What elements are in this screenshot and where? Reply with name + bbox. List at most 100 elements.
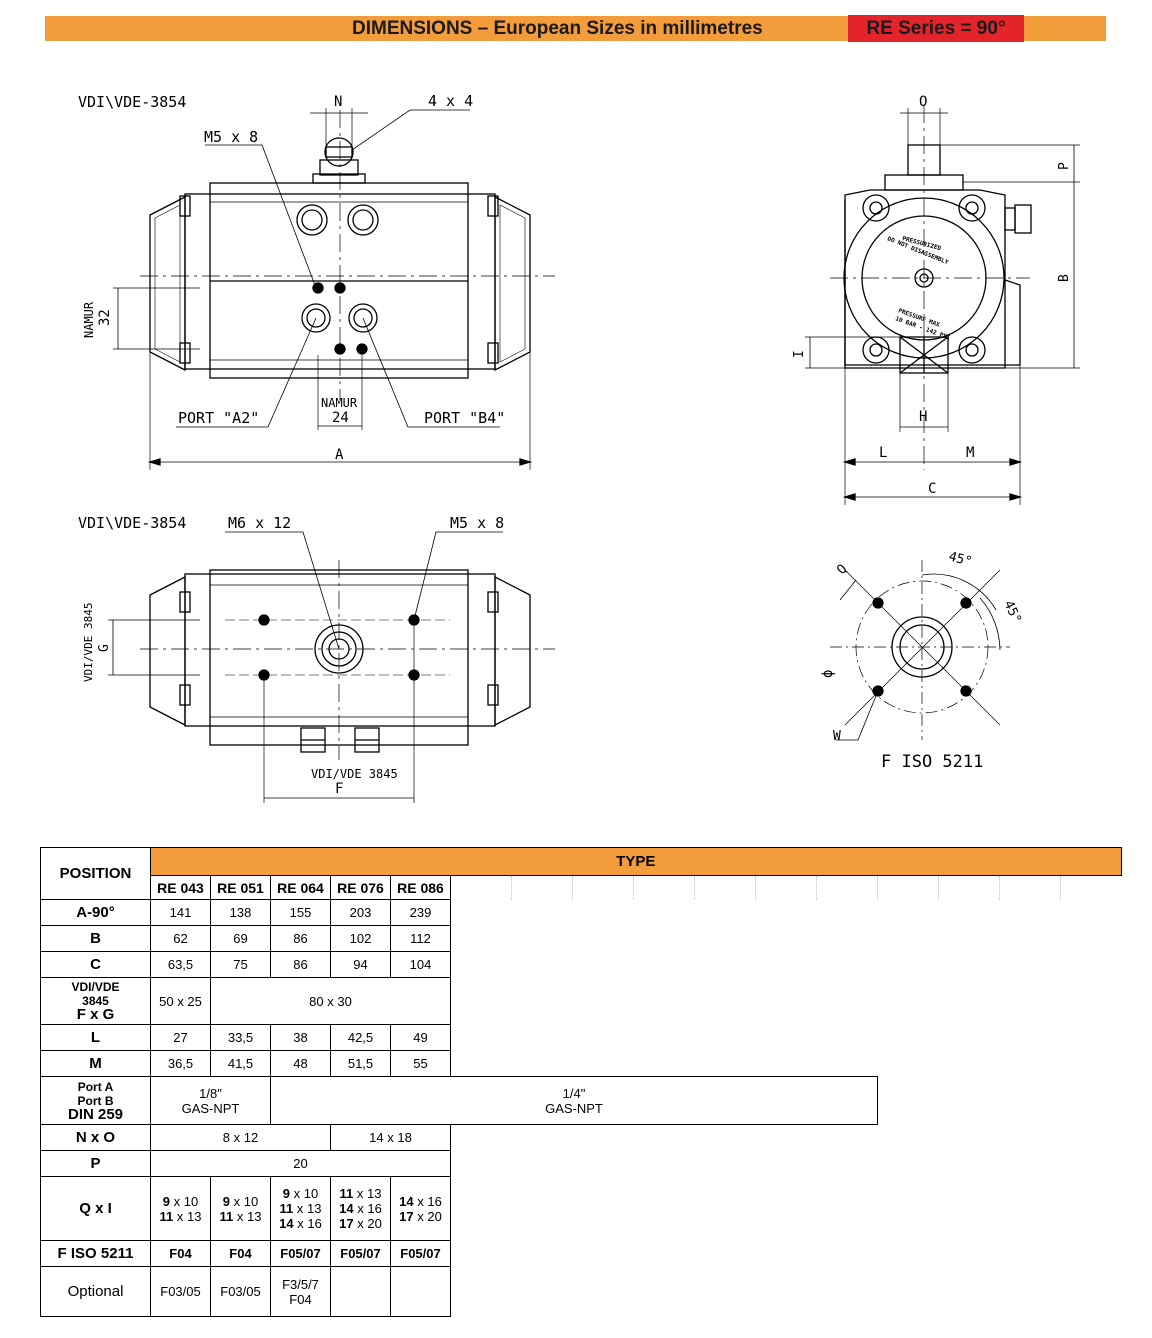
row-label-qxi: Q x I: [40, 1176, 151, 1241]
qxi-5-1-b: x 16: [413, 1193, 442, 1209]
row-label-b: B: [40, 925, 151, 952]
side-b-label: B: [1057, 274, 1072, 282]
port-label-3: DIN 259: [67, 1105, 124, 1123]
cell-a-2: 138: [210, 899, 271, 926]
cell-l-2: 33,5: [210, 1024, 271, 1051]
cell-qxi-2: 9 x 10 11 x 13: [210, 1176, 271, 1241]
cell-m-5: 55: [390, 1050, 451, 1077]
fxg-label-1: VDI/VDE: [71, 980, 120, 994]
table-row: Optional F03/05 F03/05 F3/5/7 F04: [40, 1266, 1122, 1317]
technical-drawing: VDI\VDE-3854 M5 x 8 N 4 x 4 NAMUR 32 POR…: [78, 92, 1080, 803]
cell-iso-2: F04: [210, 1240, 271, 1267]
cell-m-2: 41,5: [210, 1050, 271, 1077]
cell-c-4: 94: [330, 951, 391, 978]
optional-3-line-2: F04: [289, 1291, 312, 1307]
bottom-side-std-label: VDI/VDE 3845: [82, 603, 95, 682]
cell-optional-2: F03/05: [210, 1266, 271, 1317]
qxi-3-2-a: 11: [279, 1201, 294, 1216]
top-a-label: A: [335, 447, 344, 463]
cell-b-4: 102: [330, 925, 391, 952]
cell-port-first: 1/8" GAS-NPT: [150, 1076, 271, 1125]
cell-qxi-3: 9 x 10 11 x 13 14 x 16: [270, 1176, 331, 1241]
table-row: L 27 33,5 38 42,5 49: [40, 1024, 1122, 1051]
row-label-fxg: VDI/VDE 3845 F x G: [40, 977, 151, 1025]
cell-m-4: 51,5: [330, 1050, 391, 1077]
cell-qxi-4: 11 x 13 14 x 16 17 x 20: [330, 1176, 391, 1241]
side-h-label: H: [919, 409, 927, 425]
top-namur-side-label: NAMUR: [82, 301, 96, 338]
top-port-b-label: PORT "B4": [424, 409, 505, 427]
row-label-m: M: [40, 1050, 151, 1077]
cell-iso-1: F04: [150, 1240, 211, 1267]
type-col-1: RE 043: [150, 875, 211, 900]
top-port-a-label: PORT "A2": [178, 409, 259, 427]
side-c-label: C: [928, 481, 936, 497]
bottom-screw-2-label: M5 x 8: [450, 514, 504, 532]
qxi-5-1-a: 14: [399, 1193, 414, 1209]
row-label-l: L: [40, 1024, 151, 1051]
flange-phi-label: ϕ: [820, 670, 836, 678]
fxg-label-3: F x G: [76, 1006, 115, 1023]
qxi-1-2-a: 11: [159, 1208, 174, 1224]
qxi-2-1-b: x 10: [230, 1193, 259, 1209]
qxi-4-3-a: 17: [339, 1216, 354, 1231]
cell-iso-5: F05/07: [390, 1240, 451, 1267]
table-row: P 20: [40, 1150, 1122, 1177]
qxi-3-3-b: x 16: [293, 1216, 322, 1231]
row-label-a: A-90°: [40, 899, 151, 926]
optional-3-line-1: F3/5/7: [282, 1276, 319, 1292]
cell-b-1: 62: [150, 925, 211, 952]
type-col-4: RE 076: [330, 875, 391, 900]
row-label-nxo: N x O: [40, 1124, 151, 1151]
qxi-4-1-a: 11: [339, 1186, 354, 1201]
type-header: TYPE: [150, 847, 1122, 876]
cell-nxo-first: 8 x 12: [150, 1124, 331, 1151]
port-label-2: Port B: [77, 1093, 114, 1108]
side-m-label: M: [966, 445, 974, 461]
side-l-label: L: [879, 445, 887, 461]
qxi-1-2-b: x 13: [173, 1208, 202, 1224]
bottom-g-label: G: [97, 644, 112, 652]
qxi-4-2-a: 14: [339, 1201, 354, 1216]
row-label-c: C: [40, 951, 151, 978]
top-namur-side-value: 32: [97, 309, 113, 326]
dimensions-table: POSITION TYPE RE 043 RE 051 RE 064 RE 07…: [40, 847, 1122, 1317]
bottom-f-std-label: VDI/VDE 3845: [311, 767, 398, 781]
table-row: C 63,5 75 86 94 104: [40, 951, 1122, 978]
cell-l-4: 42,5: [330, 1024, 391, 1051]
table-row: M 36,5 41,5 48 51,5 55: [40, 1050, 1122, 1077]
cell-m-3: 48: [270, 1050, 331, 1077]
top-square-label: 4 x 4: [428, 92, 473, 110]
position-header: POSITION: [40, 847, 151, 900]
cell-l-1: 27: [150, 1024, 211, 1051]
cell-optional-4: [330, 1266, 391, 1317]
cell-l-3: 38: [270, 1024, 331, 1051]
qxi-1-1-a: 9: [162, 1193, 171, 1209]
port-label-1: Port A: [77, 1079, 114, 1094]
actuator-side-view: [805, 105, 1080, 505]
cell-c-2: 75: [210, 951, 271, 978]
bottom-screw-1-label: M6 x 12: [228, 514, 291, 532]
top-screw-label: M5 x 8: [204, 128, 258, 146]
side-p-label: P: [1057, 162, 1072, 170]
qxi-2-2-a: 11: [219, 1208, 234, 1224]
side-i-label: I: [792, 350, 807, 358]
cell-b-3: 86: [270, 925, 331, 952]
top-standard-label: VDI\VDE-3854: [78, 93, 186, 111]
qxi-1-1-b: x 10: [170, 1193, 199, 1209]
table-row: B 62 69 86 102 112: [40, 925, 1122, 952]
row-label-port: Port A Port B DIN 259: [40, 1076, 151, 1125]
flange-w-label: W: [833, 729, 841, 744]
qxi-4-1-b: x 13: [353, 1186, 382, 1201]
cell-l-5: 49: [390, 1024, 451, 1051]
cell-optional-1: F03/05: [150, 1266, 211, 1317]
qxi-2-2-b: x 13: [233, 1208, 262, 1224]
flange-angle-2: 45°: [1000, 598, 1024, 626]
type-col-2: RE 051: [210, 875, 271, 900]
cell-qxi-1: 9 x 10 11 x 13: [150, 1176, 211, 1241]
qxi-3-1-b: x 10: [290, 1186, 319, 1201]
cell-c-3: 86: [270, 951, 331, 978]
flange-angle-1: 45°: [947, 549, 974, 570]
table-row: Q x I 9 x 10 11 x 13 9 x 10 11 x 13 9 x …: [40, 1176, 1122, 1241]
cell-optional-5: [390, 1266, 451, 1317]
